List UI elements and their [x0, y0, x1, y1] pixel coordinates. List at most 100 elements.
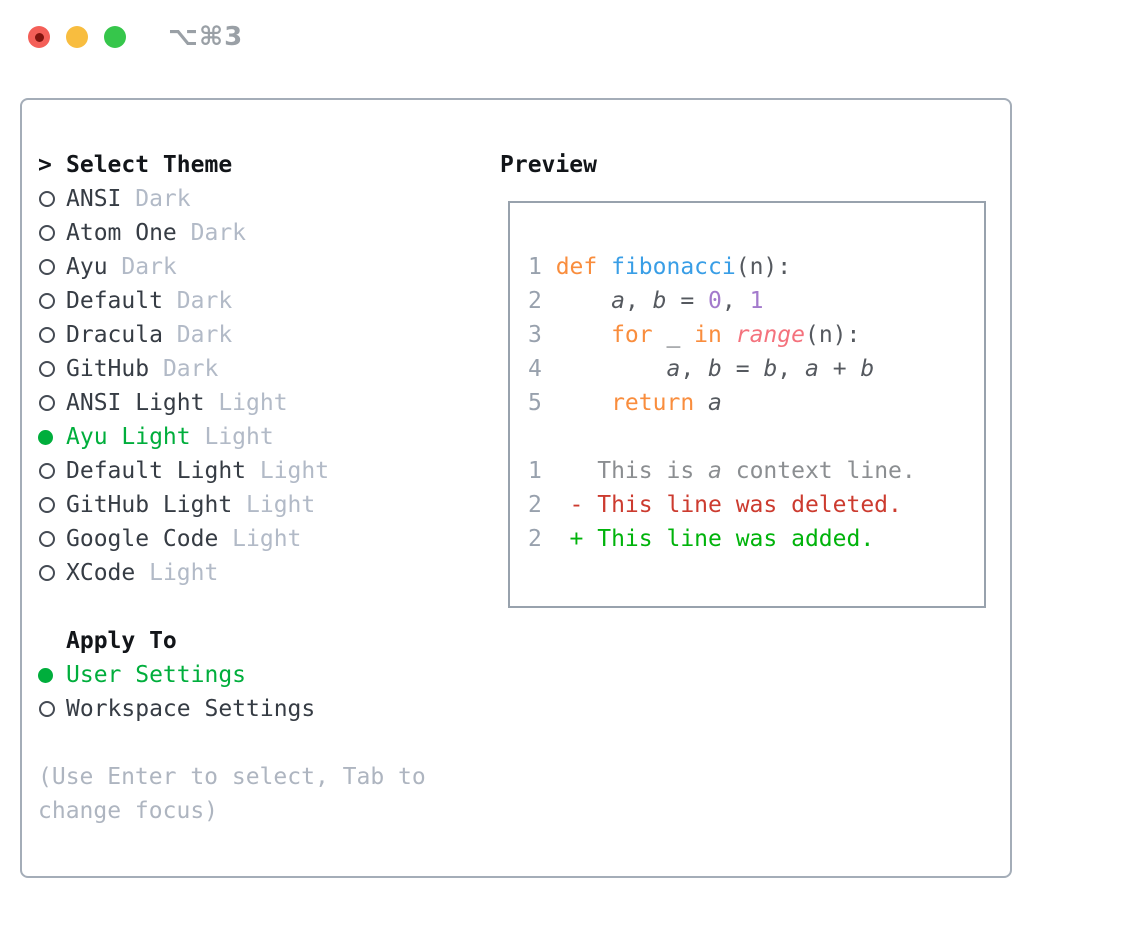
theme-name: XCode	[66, 560, 136, 586]
theme-option[interactable]: Google Code Light	[38, 522, 438, 556]
apply-to-title: Apply To	[66, 628, 177, 654]
code-token	[556, 458, 598, 484]
code-token: ,	[680, 356, 709, 382]
code-token	[556, 526, 570, 552]
theme-option[interactable]: GitHub Dark	[38, 352, 438, 386]
code-token: a	[666, 356, 681, 382]
code-token: 1	[749, 288, 764, 314]
close-button-dot	[34, 32, 44, 42]
radio-unselected-icon	[38, 565, 66, 581]
theme-variant: Dark	[190, 220, 247, 246]
code-token: b	[652, 288, 667, 314]
theme-variant: Light	[204, 424, 274, 450]
radio-unselected-icon	[38, 259, 66, 275]
code-token	[597, 254, 611, 280]
preview-code-line: 1 This is a context line.	[528, 454, 984, 488]
apply-to-option[interactable]: User Settings	[38, 658, 438, 692]
theme-name: Ayu	[66, 254, 108, 280]
apply-to-option[interactable]: Workspace Settings	[38, 692, 438, 726]
circle-icon	[39, 497, 55, 513]
theme-name: Ayu Light	[66, 424, 191, 450]
radio-unselected-icon	[38, 395, 66, 411]
circle-icon	[39, 395, 55, 411]
code-token: context line.	[721, 458, 916, 484]
theme-variant: Light	[218, 390, 288, 416]
circle-icon	[39, 463, 55, 479]
close-button[interactable]	[28, 26, 50, 48]
filled-circle-icon	[38, 667, 53, 683]
radio-unselected-icon	[38, 531, 66, 547]
code-token	[556, 322, 611, 348]
preview-code-line: 3 for _ in range(n):	[528, 318, 984, 352]
line-number: 1	[528, 458, 542, 484]
theme-variant: Light	[232, 526, 302, 552]
code-token: ,	[777, 356, 805, 382]
preview-code-line: 2 + This line was added.	[528, 522, 984, 556]
theme-option[interactable]: XCode Light	[38, 556, 438, 590]
theme-name: ANSI Light	[66, 390, 205, 416]
theme-name: ANSI	[66, 186, 122, 212]
circle-icon	[39, 531, 55, 547]
theme-variant: Light	[259, 458, 330, 484]
theme-variant: Dark	[176, 322, 233, 348]
radio-unselected-icon	[38, 293, 66, 309]
theme-name: Google Code	[66, 526, 219, 552]
circle-icon	[39, 701, 55, 717]
code-token: b	[708, 356, 722, 382]
theme-variant: Light	[149, 560, 219, 586]
theme-name: GitHub	[66, 356, 150, 382]
theme-option[interactable]: Dracula Dark	[38, 318, 438, 352]
code-token: - This line was deleted.	[569, 492, 902, 518]
apply-to-option-label: Workspace Settings	[66, 696, 316, 722]
code-token: +	[818, 356, 861, 382]
code-token: This is	[597, 458, 709, 484]
theme-variant: Dark	[121, 254, 177, 280]
circle-icon	[39, 327, 55, 343]
code-token: _	[652, 322, 695, 348]
theme-option[interactable]: Ayu Light Light	[38, 420, 438, 454]
selection-cursor-icon: >	[38, 152, 52, 178]
theme-name: Default	[66, 288, 163, 314]
theme-option[interactable]: Default Dark	[38, 284, 438, 318]
code-token: (n):	[804, 322, 861, 348]
code-token	[556, 390, 611, 416]
keyboard-hint: (Use Enter to select, Tab to change focu…	[38, 764, 426, 824]
radio-unselected-icon	[38, 191, 66, 207]
theme-variant: Dark	[176, 288, 233, 314]
code-token: + This line was added.	[569, 526, 875, 552]
theme-name: GitHub Light	[66, 492, 233, 518]
code-token: a	[805, 356, 819, 382]
line-number: 1	[528, 254, 542, 280]
code-token	[722, 322, 736, 348]
code-token: range	[735, 322, 805, 348]
maximize-button[interactable]	[104, 26, 126, 48]
theme-option[interactable]: Atom One Dark	[38, 216, 438, 250]
minimize-button[interactable]	[66, 26, 88, 48]
theme-option[interactable]: Ayu Dark	[38, 250, 438, 284]
radio-unselected-icon	[38, 497, 66, 513]
code-token: ,	[721, 288, 750, 314]
line-number: 4	[528, 356, 542, 382]
radio-unselected-icon	[38, 701, 66, 717]
theme-name: Atom One	[66, 220, 177, 246]
code-token: for	[611, 322, 653, 348]
filled-circle-icon	[38, 429, 53, 445]
theme-list-title: Select Theme	[66, 152, 233, 178]
code-token	[694, 390, 708, 416]
theme-list-header: > Select Theme	[38, 148, 438, 182]
preview-code-line: 2 - This line was deleted.	[528, 488, 984, 522]
circle-icon	[39, 565, 55, 581]
theme-variant: Dark	[162, 356, 219, 382]
theme-name: Dracula	[66, 322, 163, 348]
theme-option[interactable]: ANSI Light Light	[38, 386, 438, 420]
apply-to-option-label: User Settings	[66, 662, 247, 688]
line-number: 2	[528, 288, 542, 314]
